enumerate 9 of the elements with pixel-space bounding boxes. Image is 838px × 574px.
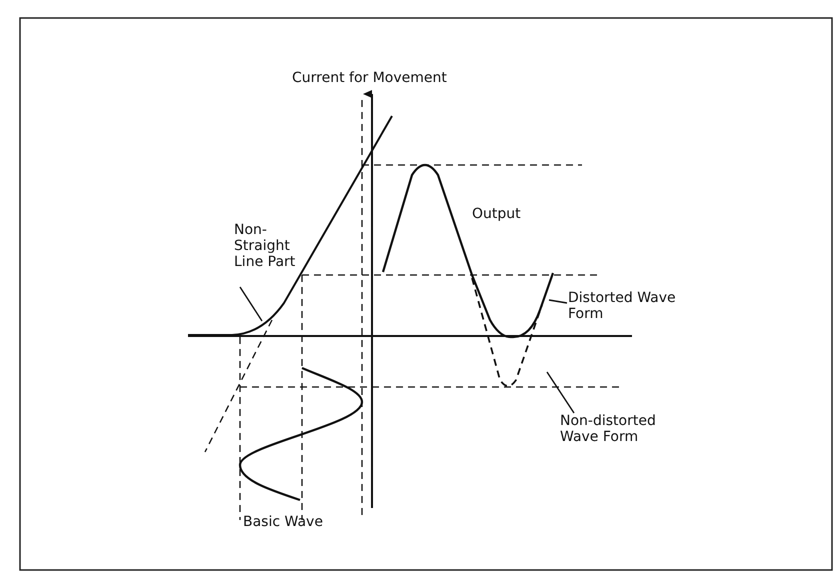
leader-line	[548, 299, 568, 304]
curve-label: Basic Wave	[243, 514, 323, 530]
leader-line	[239, 286, 263, 322]
callout-text: Non-distorted Wave Form	[560, 413, 690, 445]
callout-text: Distorted Wave Form	[568, 290, 678, 322]
axis-label: Current for Movement	[292, 70, 447, 86]
callout-text: Non- Straight Line Part	[234, 222, 296, 270]
leader-line	[546, 372, 575, 414]
curve-label: Output	[472, 206, 521, 222]
